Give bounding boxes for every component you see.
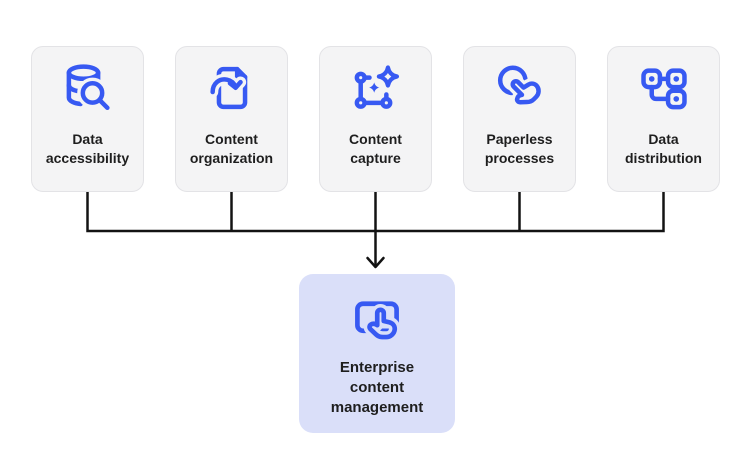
card-label: Data distribution: [625, 131, 702, 166]
document-sync-icon: [206, 66, 247, 110]
card-data-accessibility: Data accessibility: [31, 46, 144, 192]
card-enterprise-content-management: Enterprise content management: [299, 274, 455, 433]
card-label: Paperless processes: [484, 131, 555, 166]
flowchart-nodes-icon: [640, 68, 687, 110]
selection-sparkles-icon: [354, 65, 399, 109]
card-label: Data accessibility: [45, 131, 130, 166]
card-paperless-processes: Paperless processes: [463, 46, 576, 192]
target-label: Enterprise content management: [330, 359, 424, 416]
card-label: Content capture: [349, 131, 402, 166]
tap-card-icon: [355, 301, 401, 343]
database-search-icon: [66, 64, 113, 114]
card-data-distribution: Data distribution: [607, 46, 720, 192]
card-content-capture: Content capture: [319, 46, 432, 192]
touch-gesture-icon: [497, 65, 544, 108]
card-content-organization: Content organization: [175, 46, 288, 192]
arrow-head: [366, 256, 385, 269]
card-label: Content organization: [189, 131, 274, 166]
